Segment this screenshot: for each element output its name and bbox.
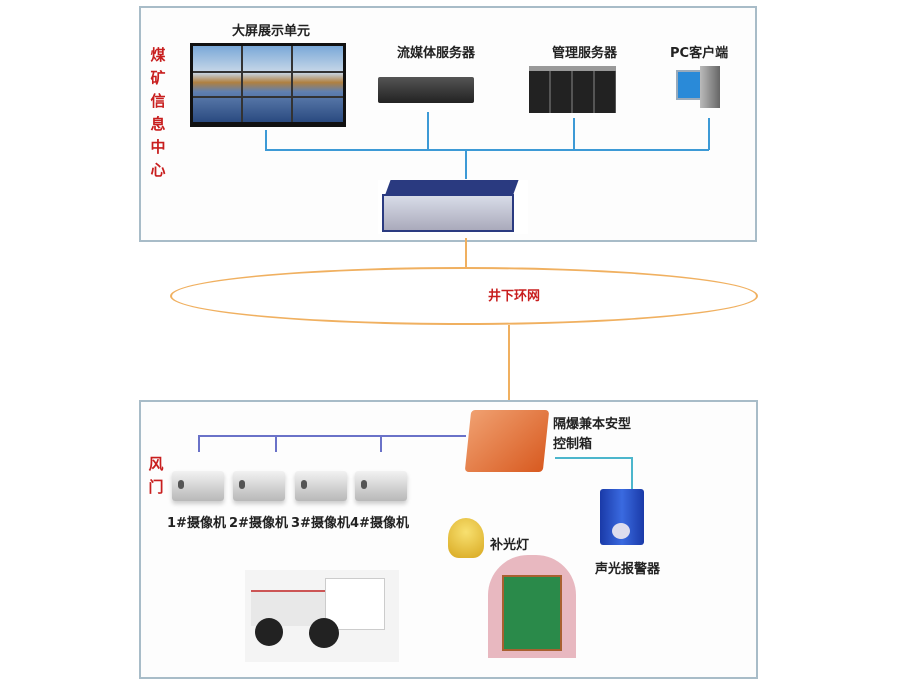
camera-icon bbox=[295, 471, 347, 501]
top-drop-line bbox=[708, 118, 710, 150]
core-switch-icon bbox=[378, 180, 528, 234]
pc-client-label: PC客户端 bbox=[670, 46, 729, 61]
camera-drop-line bbox=[380, 435, 382, 452]
control-box-label-line: 隔爆兼本安型 bbox=[553, 417, 632, 432]
camera-drop-line bbox=[198, 435, 200, 452]
alarm-label: 声光报警器 bbox=[595, 562, 661, 577]
underground-ring-network bbox=[170, 267, 758, 325]
top-drop-line bbox=[265, 130, 267, 150]
management-server-icon bbox=[529, 66, 616, 113]
camera-label: 2#摄像机 bbox=[229, 516, 288, 531]
media-server-label: 流媒体服务器 bbox=[397, 46, 476, 61]
sound-light-alarm-icon bbox=[600, 489, 644, 545]
fill-light-label: 补光灯 bbox=[490, 538, 530, 553]
downlink-line bbox=[508, 325, 510, 413]
media-server-icon bbox=[378, 77, 474, 103]
camera-icon bbox=[172, 471, 224, 501]
management-server-label: 管理服务器 bbox=[552, 46, 618, 61]
mine-vehicle-icon bbox=[245, 570, 399, 662]
uplink-line bbox=[465, 238, 467, 268]
camera-label: 3#摄像机 bbox=[291, 516, 350, 531]
camera-drop-line bbox=[275, 435, 277, 452]
mine-info-center-title: 煤矿信息中心 bbox=[150, 46, 166, 179]
alarm-line bbox=[631, 457, 633, 489]
fill-light-icon bbox=[448, 518, 484, 558]
ring-label: 井下环网 bbox=[488, 289, 541, 304]
camera-label: 4#摄像机 bbox=[350, 516, 409, 531]
camera-icon bbox=[355, 471, 407, 501]
air-door-icon bbox=[488, 555, 576, 658]
control-box-label-line: 控制箱 bbox=[553, 437, 593, 452]
top-bus-line bbox=[265, 149, 709, 151]
pc-client-icon bbox=[676, 66, 722, 110]
alarm-line bbox=[555, 457, 633, 459]
top-drop-line bbox=[573, 118, 575, 150]
control-box-label: 隔爆兼本安型 控制箱 bbox=[553, 415, 631, 455]
camera-bus-line bbox=[198, 435, 466, 437]
camera-label: 1#摄像机 bbox=[167, 516, 226, 531]
video-wall-label: 大屏展示单元 bbox=[232, 24, 311, 39]
top-drop-line bbox=[465, 149, 467, 179]
camera-icon bbox=[233, 471, 285, 501]
air-door-title: 风门 bbox=[148, 455, 164, 496]
video-wall-icon bbox=[190, 43, 346, 127]
control-box-icon bbox=[464, 410, 550, 472]
top-drop-line bbox=[427, 112, 429, 150]
